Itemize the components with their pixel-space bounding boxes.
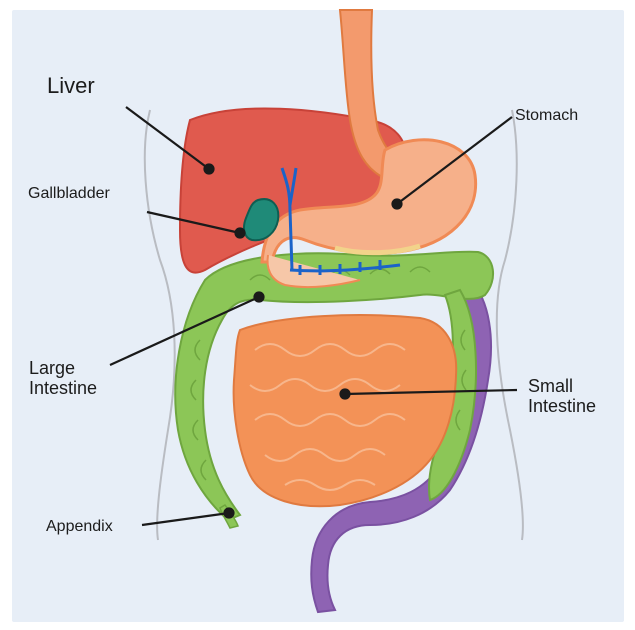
label-gallbladder: Gallbladder [28, 185, 110, 203]
label-liver: Liver [47, 74, 95, 99]
small-intestine [234, 315, 457, 506]
label-small-intestine: Small Intestine [528, 376, 596, 416]
label-appendix: Appendix [46, 518, 113, 536]
label-large-intestine: Large Intestine [29, 358, 97, 398]
label-stomach: Stomach [515, 107, 578, 125]
